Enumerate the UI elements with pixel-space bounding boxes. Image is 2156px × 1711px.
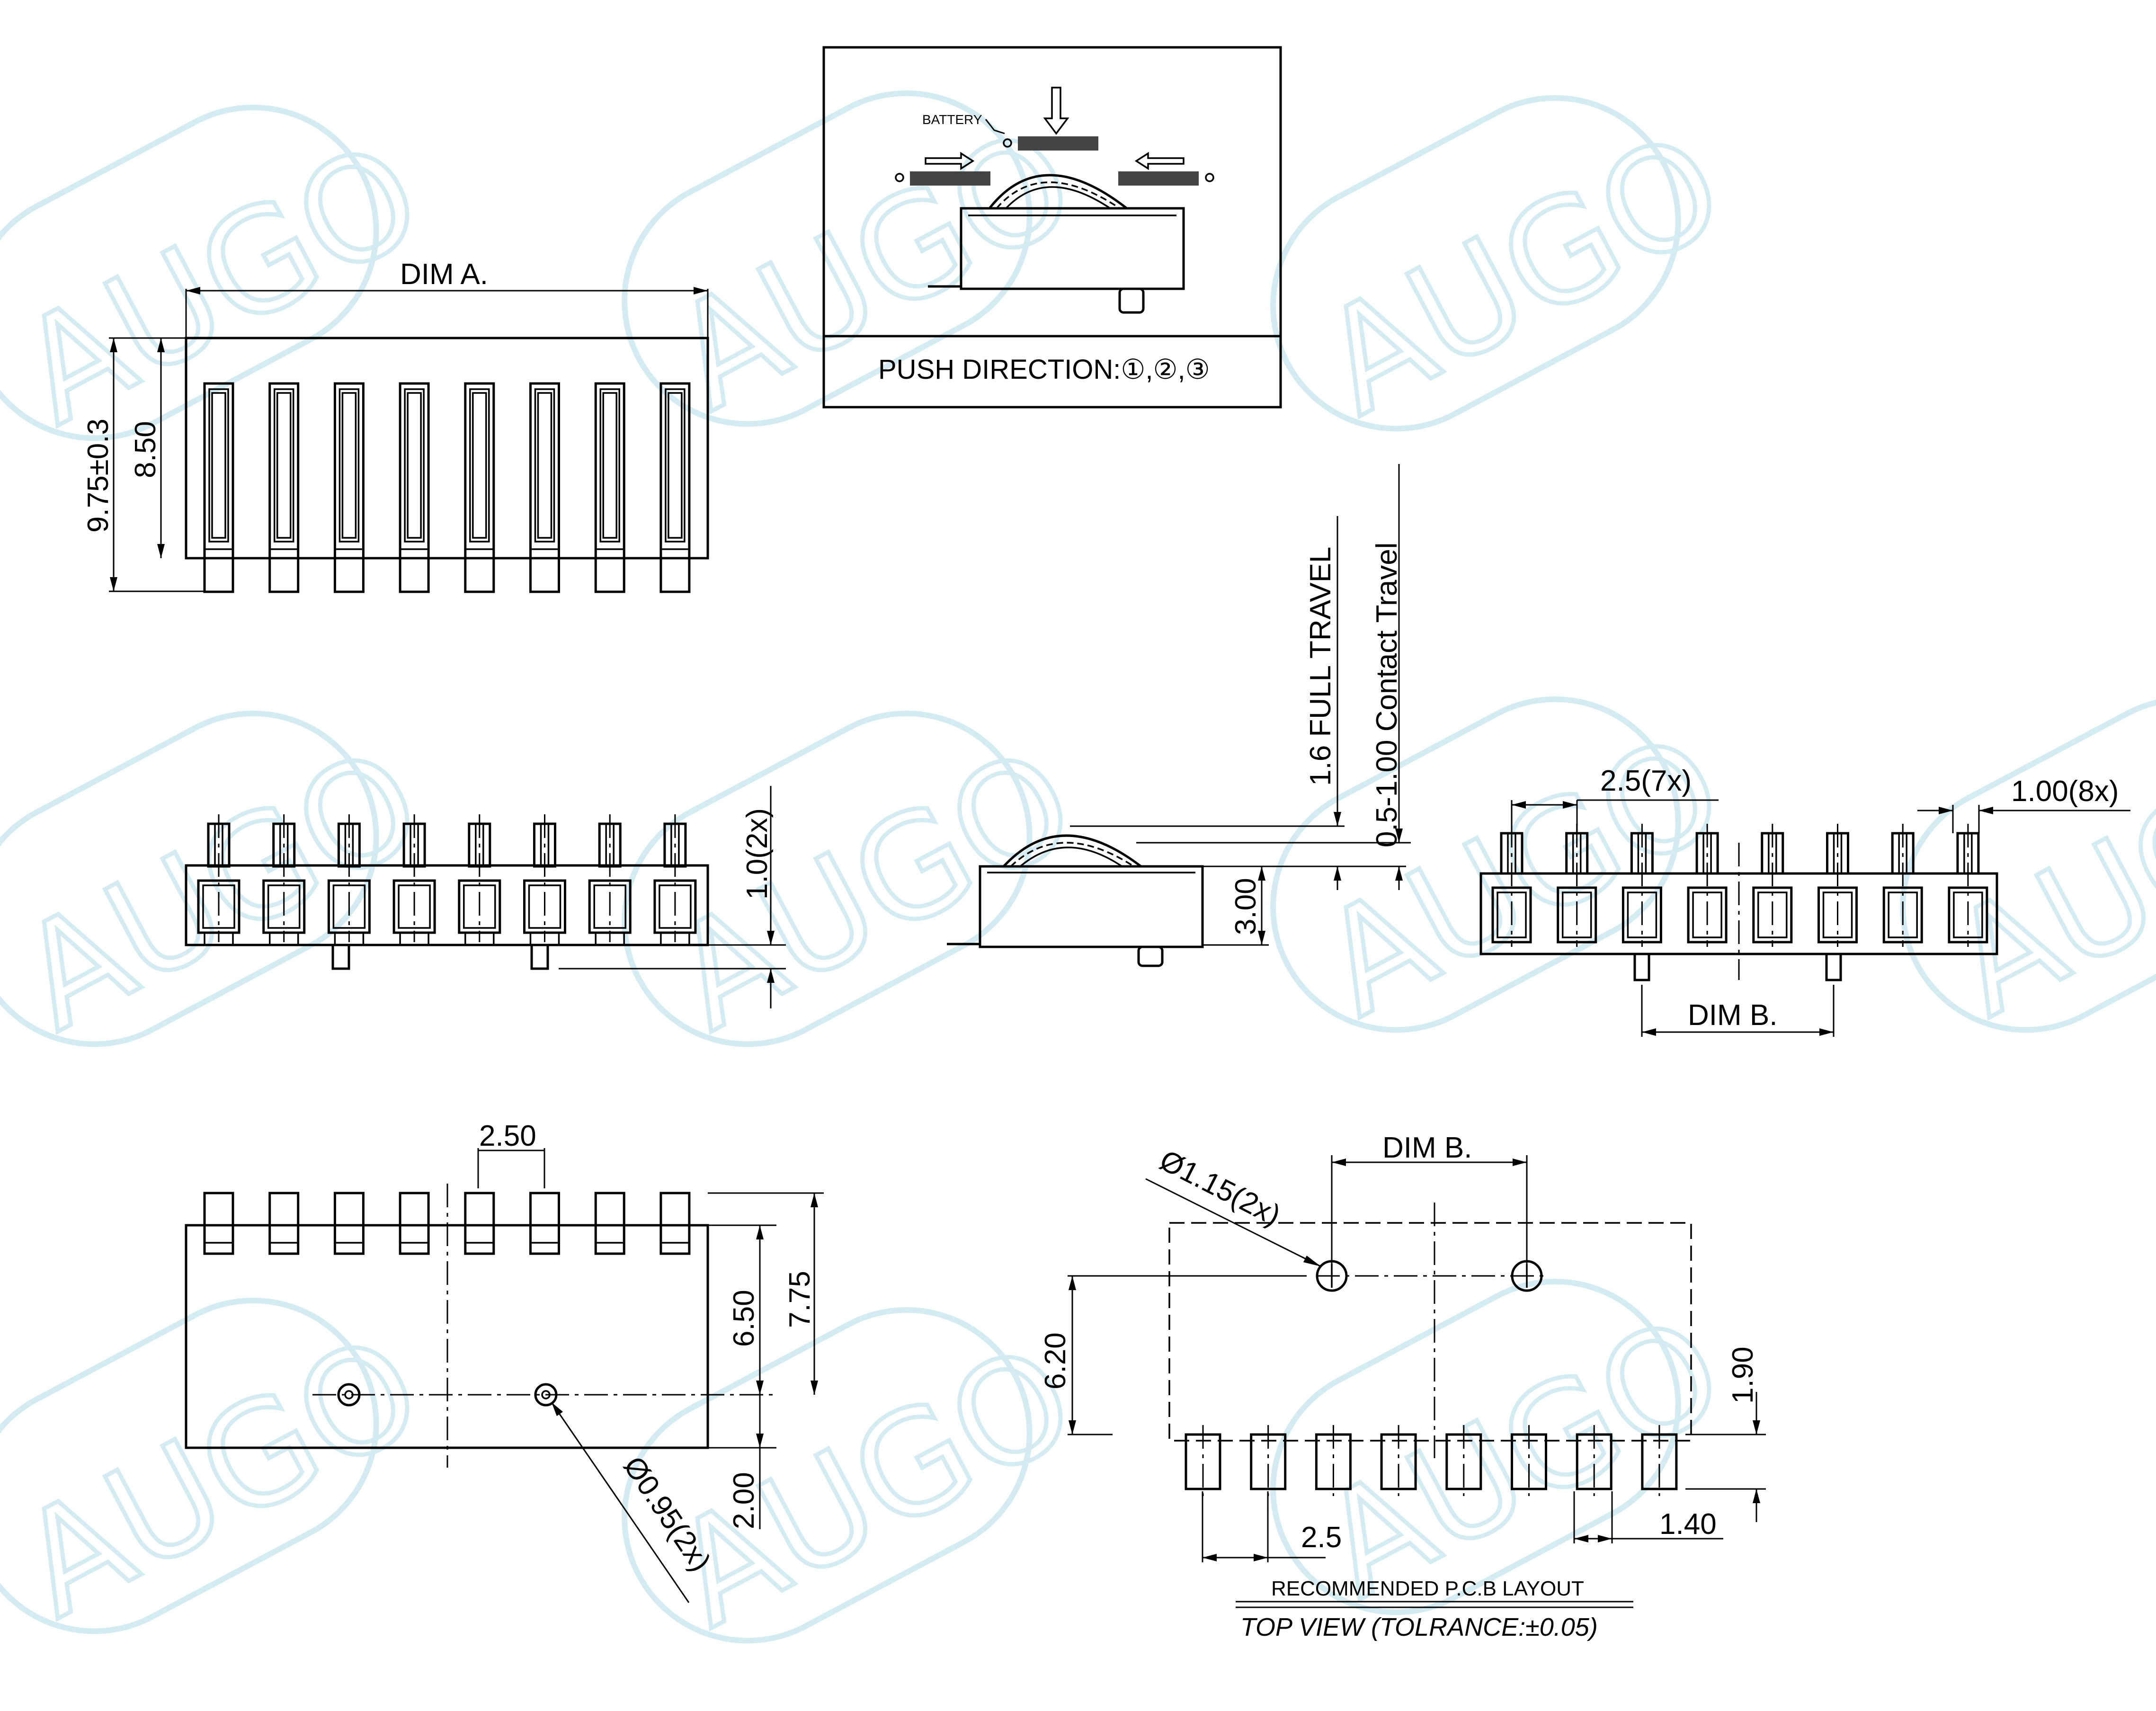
battery-marker-icon [1003,138,1012,148]
contact-travel-label: 0.5-1.00 Contact Travel [1371,543,1403,847]
height-total-label: 9.75±0.3 [82,419,115,533]
pcb-pad [1641,1425,1678,1496]
body-height-label: 3.00 [1229,878,1262,935]
watermark-text: AUGO [0,111,446,456]
pcb-pad [1380,1425,1417,1496]
travel-view: 1.6 FULL TRAVEL 0.5-1.00 Contact Travel … [947,464,1411,967]
contact-slot [268,382,300,593]
watermark-text: AUGO [648,1314,1099,1658]
hole-label: Ø1.15(2x) [1155,1144,1286,1232]
contact-tab [659,1192,691,1255]
dim-200-label: 2.00 [728,1472,760,1529]
contact-head [1948,824,1988,947]
contact-slot [594,382,625,593]
contact-tab [268,1192,300,1255]
pcb-pad [1315,1425,1352,1496]
contact-slot [203,382,234,593]
contact-head [458,814,501,945]
front-view: DIM A. 8.50 9.75±0.3 [82,258,709,593]
contact-head [1817,824,1858,947]
dim-775-label: 7.75 [784,1271,816,1328]
pin-offset-label: 1.0(2x) [741,808,774,900]
contact-tabs [203,1192,691,1255]
height-body-label: 8.50 [129,421,162,478]
contact-head [1491,824,1532,947]
pcb-pad [1250,1425,1287,1496]
contact-head [1752,824,1793,947]
dim-b-label: DIM B. [1688,999,1777,1032]
arrow-down-icon [1043,87,1069,135]
watermark-text: AUGO [648,717,1099,1062]
watermark-text: AUGO [0,717,446,1062]
battery-icon [910,171,990,186]
contact-heads [1491,824,1988,947]
contact-tab [203,1192,234,1255]
contact-tab [529,1192,560,1255]
full-travel-label: 1.6 FULL TRAVEL [1304,547,1337,786]
contact-slot [464,382,495,593]
contact-heads [197,814,697,945]
battery-marker-icon [895,173,904,182]
watermark-text: AUGO [0,1304,446,1649]
push-direction-label: PUSH DIRECTION:①,②,③ [878,354,1210,385]
pad-label: 1.40 [1659,1508,1717,1541]
contact-width-label: 1.00(8x) [2011,775,2119,808]
contact-head [327,814,371,945]
contact-head [1882,824,1923,947]
battery-marker-icon [1205,173,1214,182]
pcb-pad [1511,1425,1547,1496]
contact-tab [594,1192,625,1255]
contact-head [1621,824,1662,947]
dim-620-label: 6.20 [1039,1332,1072,1390]
contact-slot [529,382,560,593]
contact-slots [203,382,691,593]
contact-tab [333,1192,365,1255]
contact-slot [333,382,365,593]
watermark-text: AUGO [1297,703,1748,1048]
contact-head [197,814,241,945]
pitch-label: 2.5 [1301,1521,1342,1554]
contact-head [392,814,436,945]
arrow-right-icon [925,151,975,170]
push-direction-box: PUSH DIRECTION:①,②,③ BATTERY [822,46,1282,409]
hole-icon [534,1383,558,1407]
pitch-label: 2.50 [479,1120,536,1152]
pcb-pad [1445,1425,1482,1496]
pcb-pad [1185,1425,1221,1496]
contact-slot [659,382,691,593]
dim-b-label: DIM B. [1382,1132,1472,1164]
contact-head [1687,824,1728,947]
dim-650-label: 6.50 [728,1290,760,1347]
battery-icon [1118,171,1199,186]
caption-top-view: TOP VIEW (TOLRANCE:±0.05) [1240,1613,1598,1641]
watermark-text: AUGO [1297,102,1748,446]
pitch-view: 2.5(7x) 1.00(8x) DIM B. [1479,765,2130,1037]
dim-a-label: DIM A. [400,258,488,291]
battery-icon [1018,136,1098,151]
contact-slot [399,382,430,593]
dim-190-label: 1.90 [1727,1346,1759,1404]
pitch-label: 2.5(7x) [1600,765,1692,797]
watermark-layer: AUGO AUGO AUGO AUGO AUGO AUGO AUGO AUGO [0,90,2156,1660]
contact-head [653,814,697,945]
pcb-pads [1185,1425,1678,1496]
contact-head [262,814,306,945]
contact-head [588,814,632,945]
pcb-pad [1576,1425,1613,1496]
side-view: 1.0(2x) [185,786,786,1008]
contact-tab [399,1192,430,1255]
arrow-left-icon [1134,151,1185,170]
contact-tab [464,1192,495,1255]
caption-recommended: RECOMMENDED P.C.B LAYOUT [1271,1577,1584,1600]
battery-label: BATTERY [922,112,982,127]
hole-icon [337,1383,361,1407]
contact-head [523,814,566,945]
